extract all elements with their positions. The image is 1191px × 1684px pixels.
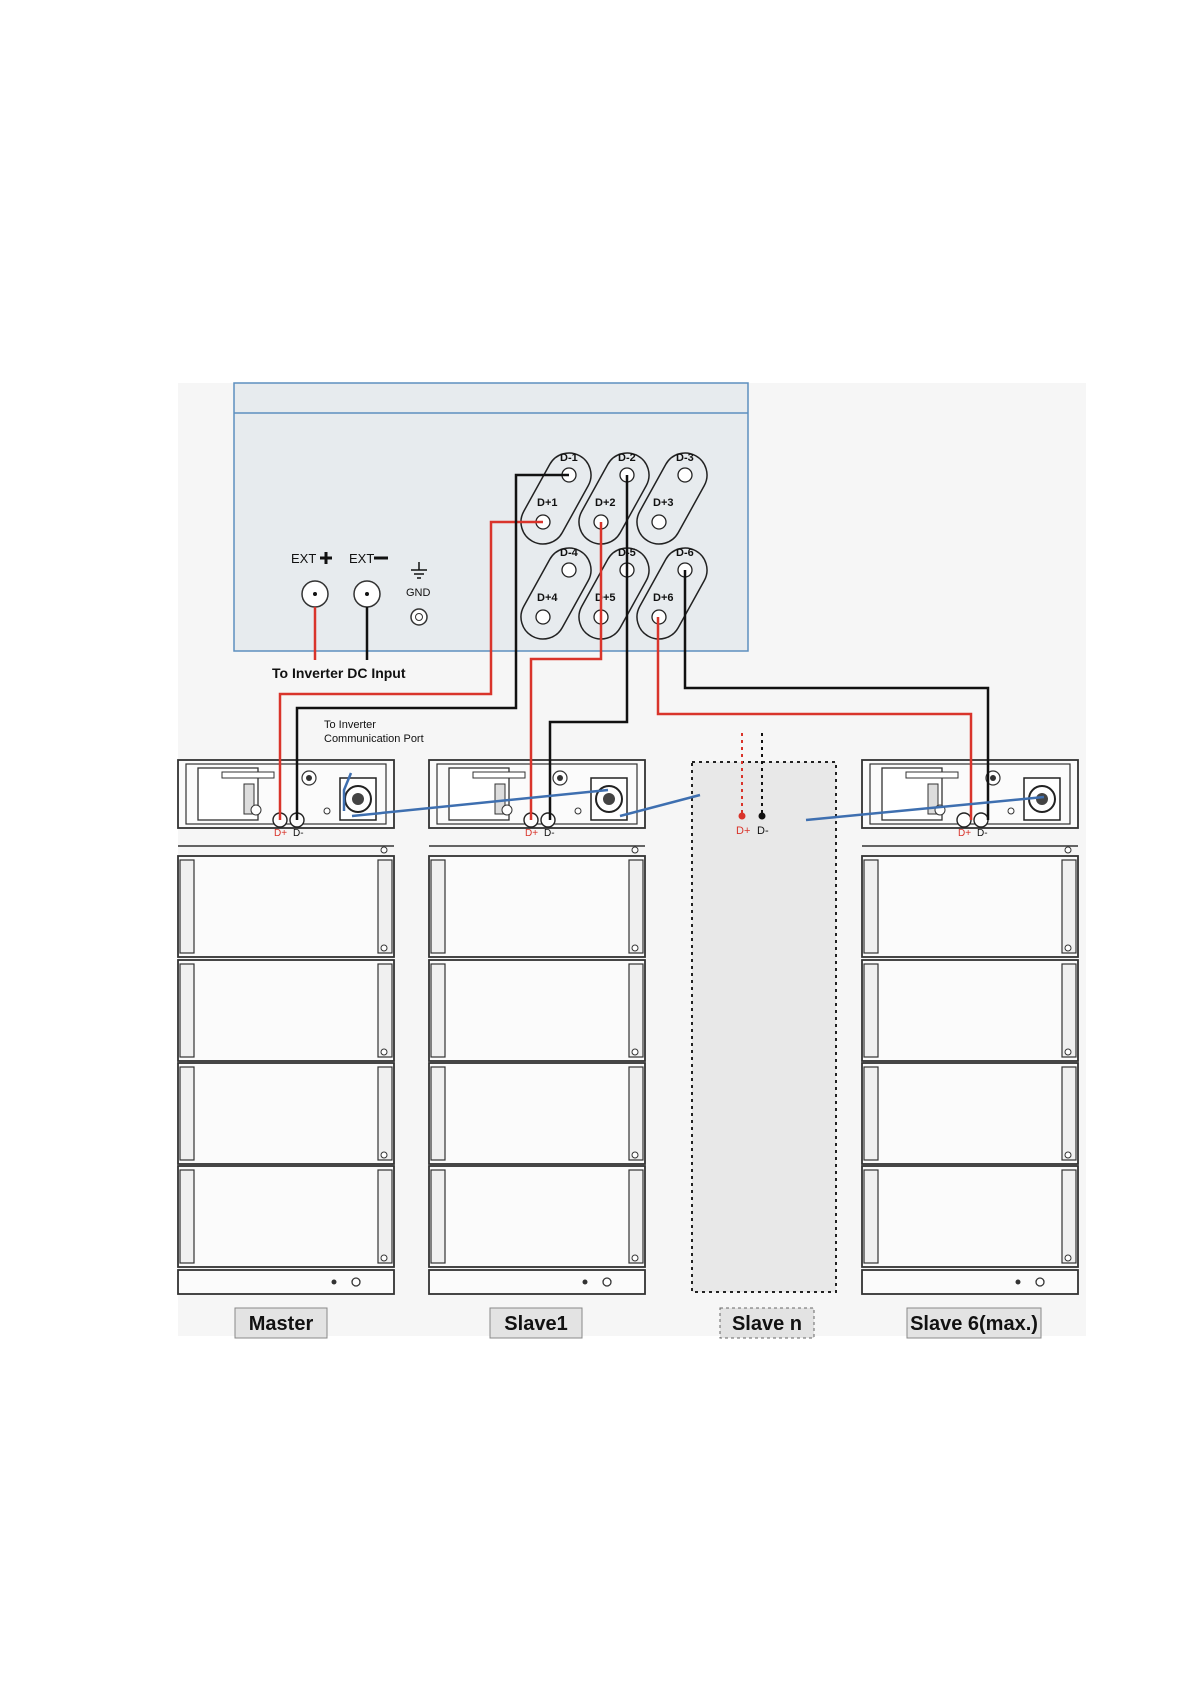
- slave-n-positive-dot: [739, 813, 746, 820]
- dc-port-negative-hole: [562, 563, 576, 577]
- unit-label-0: Master: [235, 1308, 327, 1338]
- dc-port-positive-hole: [652, 515, 666, 529]
- battery-module: [429, 856, 645, 957]
- battery-module: [862, 1166, 1078, 1267]
- slave-n-placeholder: D+ D-: [692, 733, 836, 1292]
- battery-module: [429, 1063, 645, 1164]
- ext-minus-label: EXT: [349, 551, 374, 566]
- dc-port-positive-label: D+4: [537, 592, 558, 604]
- slave-n-negative-dot: [759, 813, 766, 820]
- battery-module: [178, 1166, 394, 1267]
- dc-port-positive-label: D+2: [595, 497, 616, 509]
- dminus-terminal: [974, 813, 988, 827]
- dc-port-negative-label: D-1: [560, 452, 578, 464]
- battery-module: [862, 960, 1078, 1061]
- to-inverter-dc-input-label: To Inverter DC Input: [272, 665, 406, 681]
- gnd-terminal: [411, 609, 427, 625]
- unit-name: Slave n: [732, 1313, 802, 1335]
- base-plinth: [429, 1270, 645, 1294]
- battery-module: [429, 960, 645, 1061]
- dminus-label: D-: [293, 828, 304, 839]
- base-plinth: [862, 1270, 1078, 1294]
- dminus-label: D-: [977, 828, 988, 839]
- dc-port-negative-hole: [678, 468, 692, 482]
- unit-name: Slave1: [504, 1313, 567, 1335]
- unit-label-1: Slave1: [490, 1308, 582, 1338]
- dminus-label: D-: [544, 828, 555, 839]
- slave-n-dplus-label: D+: [736, 825, 750, 837]
- dplus-label: D+: [958, 828, 971, 839]
- slave-n-dminus-label: D-: [757, 825, 769, 837]
- dc-port-positive-label: D+5: [595, 592, 616, 604]
- dc-port-negative-label: D-3: [676, 452, 694, 464]
- dc-port-negative-label: D-2: [618, 452, 636, 464]
- dc-port-positive-hole: [536, 610, 550, 624]
- dplus-label: D+: [274, 828, 287, 839]
- slave-n-slot: [692, 762, 836, 1292]
- battery-module: [862, 1063, 1078, 1164]
- dminus-terminal: [541, 813, 555, 827]
- base-plinth: [178, 1270, 394, 1294]
- dc-port-negative-label: D-4: [560, 547, 579, 559]
- battery-module: [429, 1166, 645, 1267]
- ext-plus-label: EXT: [291, 551, 316, 566]
- dc-port-positive-label: D+6: [653, 592, 674, 604]
- dc-port-negative-label: D-6: [676, 547, 694, 559]
- to-inverter-comm-label-line1: To Inverter: [324, 719, 376, 731]
- dc-port-positive-label: D+1: [537, 497, 558, 509]
- unit-label-3: Slave 6(max.): [907, 1308, 1041, 1338]
- unit-name: Master: [249, 1313, 314, 1335]
- unit-label-2: Slave n: [720, 1308, 814, 1338]
- dplus-terminal: [957, 813, 971, 827]
- dc-port-positive-label: D+3: [653, 497, 674, 509]
- battery-module: [178, 960, 394, 1061]
- unit-name: Slave 6(max.): [910, 1313, 1038, 1335]
- battery-module: [862, 856, 1078, 957]
- battery-module: [178, 856, 394, 957]
- gnd-label: GND: [406, 587, 431, 599]
- dplus-label: D+: [525, 828, 538, 839]
- battery-module: [178, 1063, 394, 1164]
- to-inverter-comm-label-line2: Communication Port: [324, 733, 424, 745]
